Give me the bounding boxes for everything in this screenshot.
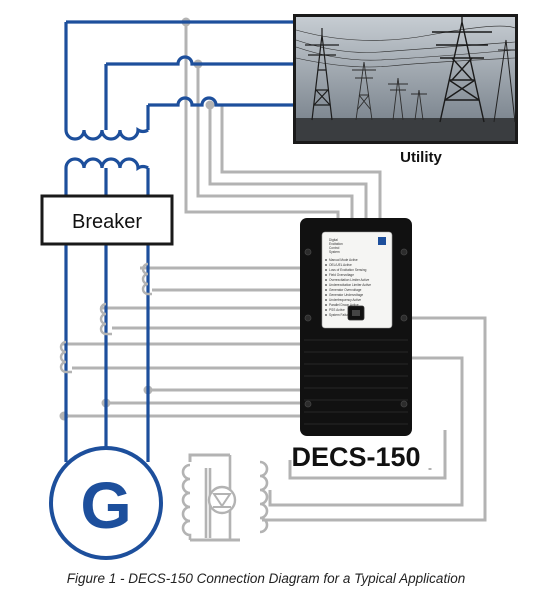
indicator-led: OEL/UEL Active (325, 263, 352, 267)
indicator-led: Overexcitation Limiter Active (325, 278, 369, 282)
indicator-led: Generator Undervoltage (325, 293, 363, 297)
panel-logo: Digital Excitation Control System (329, 237, 386, 254)
generator-label: G (80, 468, 131, 542)
front-panel (321, 231, 393, 329)
svg-text:Loss of Excitation Sensing: Loss of Excitation Sensing (329, 268, 367, 272)
breaker-label: Breaker (72, 211, 142, 233)
generator: G (49, 446, 163, 560)
svg-text:Underexcitation Limiter Active: Underexcitation Limiter Active (329, 283, 371, 287)
indicator-led: Underfrequency Active (325, 298, 361, 302)
indicator-list: Manual Mode Active OEL/UEL Active Loss o… (325, 258, 371, 317)
transmission-tower-icon (305, 28, 339, 121)
exciter-assembly (181, 455, 269, 540)
svg-text:OEL/UEL Active: OEL/UEL Active (329, 263, 352, 267)
indicator-led: Underexcitation Limiter Active (325, 283, 371, 287)
svg-text:Field Overvoltage: Field Overvoltage (329, 273, 354, 277)
svg-text:Underfrequency Active: Underfrequency Active (329, 298, 361, 302)
svg-text:Control: Control (329, 246, 340, 250)
indicator-led: Generator Overvoltage (325, 288, 362, 292)
svg-text:Generator Undervoltage: Generator Undervoltage (329, 293, 363, 297)
indicator-led: System Failure (325, 313, 350, 317)
indicator-led: PSS Active (325, 308, 345, 312)
utility-label: Utility (400, 149, 442, 166)
decs-150-device: Digital Excitation Control System Manual… (300, 218, 412, 436)
device-label: DECS-150 (291, 442, 420, 472)
diode-icon (207, 485, 237, 515)
indicator-led: Parallel Droop Active (325, 303, 359, 307)
svg-text:Excitation: Excitation (329, 242, 343, 246)
figure-caption: Figure 1 - DECS-150 Connection Diagram f… (67, 571, 465, 586)
indicator-led: Field Overvoltage (325, 273, 354, 277)
svg-text:System: System (329, 250, 340, 254)
current-transformer-icon (59, 262, 152, 374)
secondary-wiring (62, 22, 487, 542)
indicator-led: Manual Mode Active (325, 258, 358, 262)
transmission-tower-icon (432, 14, 492, 123)
svg-text:PSS Active: PSS Active (329, 308, 345, 312)
svg-text:Digital: Digital (329, 238, 338, 242)
svg-text:System Failure: System Failure (329, 313, 350, 317)
svg-text:Generator Overvoltage: Generator Overvoltage (329, 288, 362, 292)
svg-text:Overexcitation Limiter Active: Overexcitation Limiter Active (329, 278, 369, 282)
svg-text:Manual Mode Active: Manual Mode Active (329, 258, 358, 262)
utility-photo (293, 14, 518, 144)
svg-text:Parallel Droop Active: Parallel Droop Active (329, 303, 359, 307)
indicator-led: Loss of Excitation Sensing (325, 268, 367, 272)
breaker-box: Breaker (40, 194, 174, 246)
